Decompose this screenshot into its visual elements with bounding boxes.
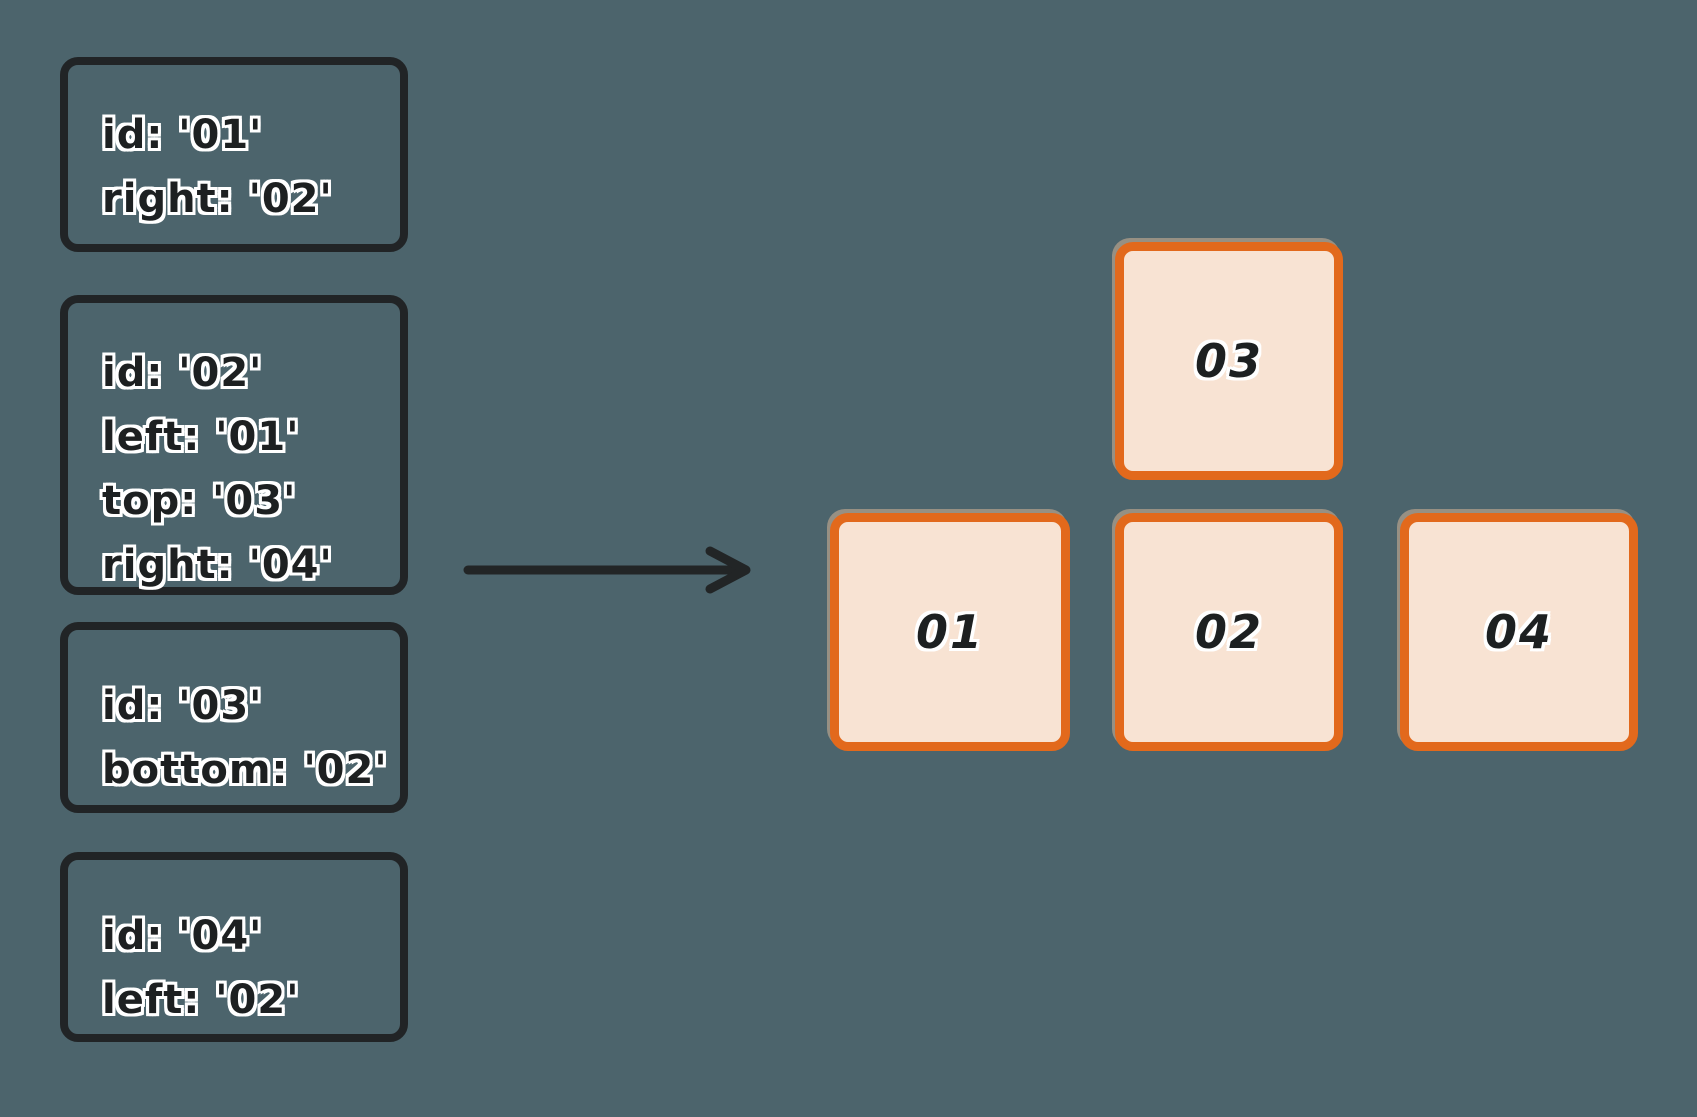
definition-box-01[interactable]: id: '01' right: '02'	[60, 57, 408, 252]
definition-line-id: id: '03'	[102, 683, 263, 729]
node-label: 04	[1484, 605, 1553, 659]
definition-line-id: id: '04'	[102, 913, 263, 959]
node-label: 02	[1194, 605, 1263, 659]
node-label: 03	[1194, 334, 1263, 388]
definition-line-top: top: '03'	[102, 478, 297, 524]
definition-line-right: right: '04'	[102, 542, 333, 588]
definition-line-right: right: '02'	[102, 176, 333, 222]
right-arrow[interactable]	[458, 540, 758, 598]
layout-node-01[interactable]: 01	[830, 513, 1070, 751]
node-label: 01	[915, 605, 984, 659]
definition-line-left: left: '02'	[102, 977, 300, 1023]
definition-box-04[interactable]: id: '04' left: '02'	[60, 852, 408, 1042]
layout-node-03[interactable]: 03	[1115, 242, 1343, 480]
definition-box-02[interactable]: id: '02' left: '01' top: '03' right: '04…	[60, 295, 408, 595]
definition-line-left: left: '01'	[102, 414, 300, 460]
definition-line-bottom: bottom: '02'	[102, 747, 388, 793]
layout-node-04[interactable]: 04	[1400, 513, 1638, 751]
layout-node-02[interactable]: 02	[1115, 513, 1343, 751]
definition-line-id: id: '02'	[102, 350, 263, 396]
definition-box-03[interactable]: id: '03' bottom: '02'	[60, 622, 408, 813]
definition-line-id: id: '01'	[102, 112, 263, 158]
